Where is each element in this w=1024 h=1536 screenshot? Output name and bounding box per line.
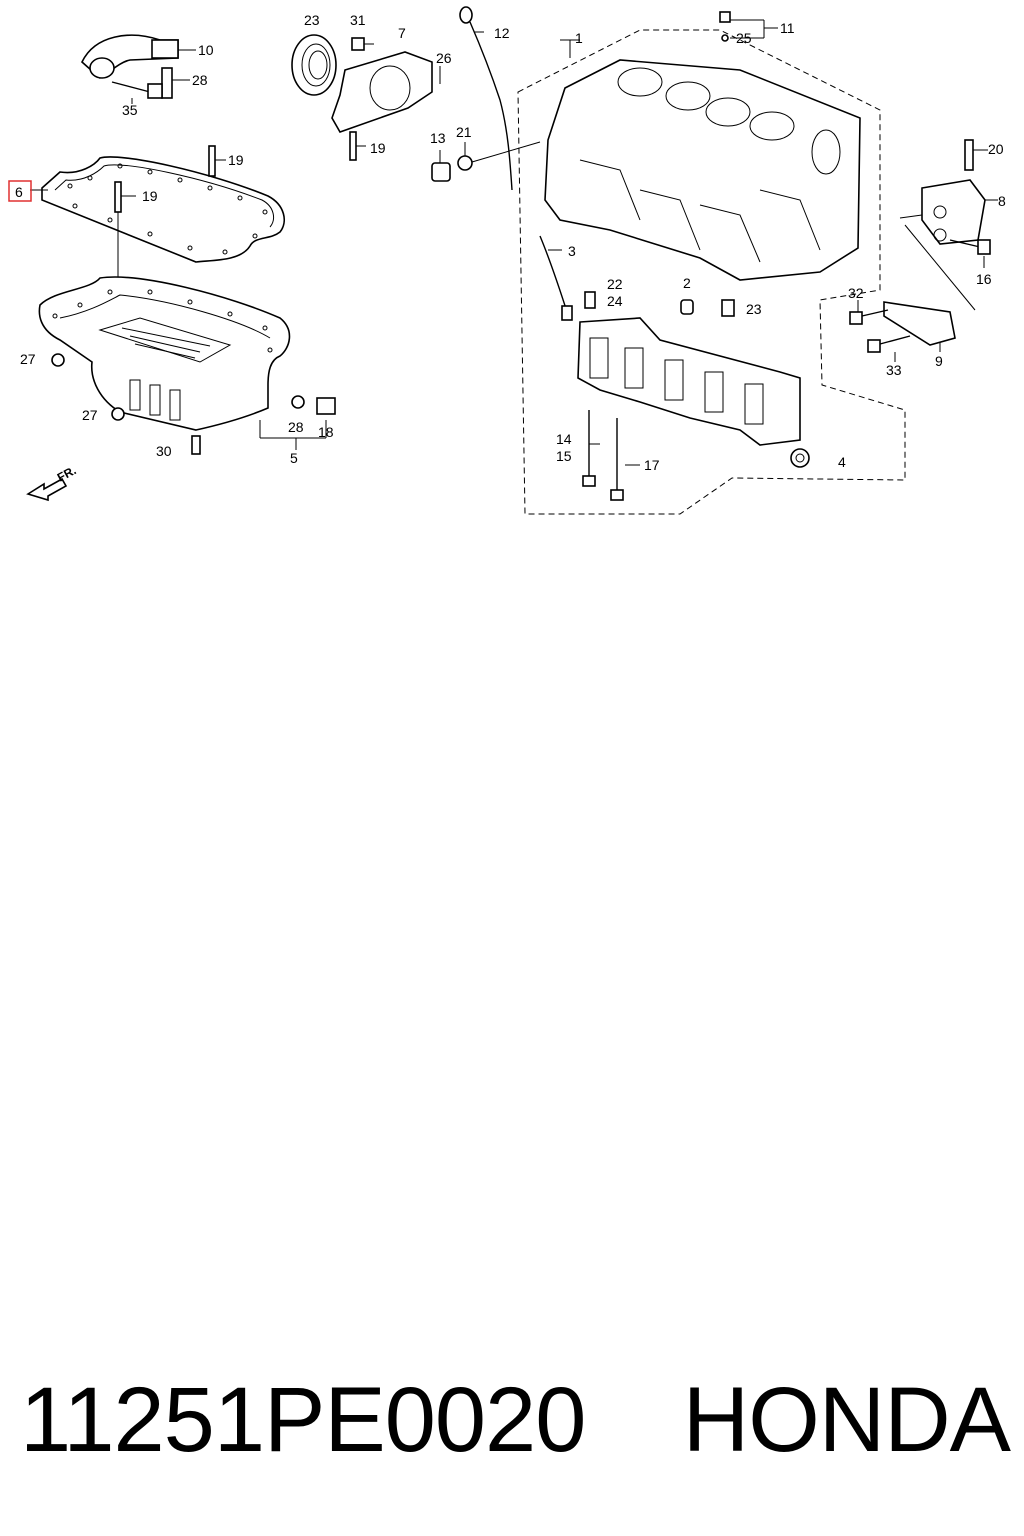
head-bolt (719, 11, 778, 42)
bracket-assembly (81, 34, 196, 104)
callout-27a: 27 (20, 351, 36, 367)
callout-35: 35 (122, 102, 138, 118)
callout-7: 7 (398, 25, 406, 41)
main-bearing-cap-bridge (577, 291, 810, 468)
part-number: 11251PE0020 (20, 1368, 586, 1471)
callout-15: 15 (556, 448, 572, 464)
callout-19b: 19 (142, 188, 158, 204)
callout-23: 23 (746, 301, 762, 317)
drain-plug (431, 141, 541, 182)
callout-9: 9 (935, 353, 943, 369)
callout-14: 14 (556, 431, 572, 447)
callout-16: 16 (976, 271, 992, 287)
callout-22: 22 (607, 276, 623, 292)
support-bracket (849, 300, 956, 362)
block-assembly-outline (517, 29, 906, 515)
callout-12: 12 (494, 25, 510, 41)
front-direction-arrow: FR. (26, 463, 78, 502)
callout-11: 11 (780, 20, 795, 36)
cylinder-block (544, 39, 861, 281)
callout-19a: 19 (228, 152, 244, 168)
oil-pan-gasket (30, 156, 285, 263)
part-caption: 11251PE0020 HONDA (20, 1360, 1011, 1480)
callout-19c: 19 (370, 140, 386, 156)
oil-jet (539, 235, 573, 321)
callout-32: 28 (192, 72, 208, 88)
callout-28: 28 (288, 419, 304, 435)
callout-5: 5 (290, 450, 298, 466)
callout-20: 20 (988, 141, 1004, 157)
oil-seal (291, 34, 337, 96)
callout-33: 32 (848, 285, 864, 301)
callout-18: 18 (318, 424, 334, 440)
callout-17: 17 (644, 457, 660, 473)
mounting-bracket (899, 139, 998, 311)
callout-24: 24 (607, 293, 623, 309)
callout-21: 21 (456, 124, 472, 140)
oil-pan (38, 276, 336, 455)
svg-text:6: 6 (15, 184, 23, 200)
callout-29: 26 (436, 50, 452, 66)
dipstick (459, 6, 513, 191)
callout-26: 25 (736, 30, 752, 46)
callout-27b: 27 (82, 407, 98, 423)
callout-2: 2 (683, 275, 691, 291)
parts-diagram: FR. (8, 6, 1006, 515)
bearing-cap-bolts (582, 410, 640, 501)
callout-13: 13 (430, 130, 446, 146)
callout-34: 33 (886, 362, 902, 378)
seal-housing (331, 37, 441, 161)
callout-10: 10 (198, 42, 214, 58)
callout-3: 3 (568, 243, 576, 259)
callout-25: 23 (304, 12, 320, 28)
callout-31: 31 (350, 12, 366, 28)
callout-1: 1 (575, 30, 583, 46)
callout-8: 8 (998, 193, 1006, 209)
callout-labels: 10 28 35 19 19 27 27 28 18 5 30 23 31 7 … (20, 12, 1006, 473)
callout-4: 4 (838, 454, 846, 470)
highlighted-callout-6[interactable]: 6 (8, 180, 32, 202)
brand-name: HONDA (682, 1368, 1011, 1471)
callout-30: 30 (156, 443, 172, 459)
